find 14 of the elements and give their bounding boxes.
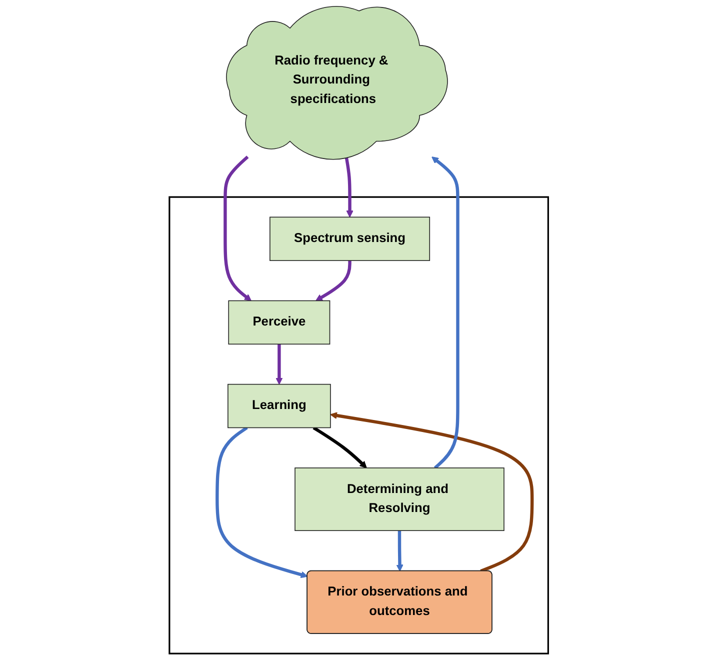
cluster: [168, 196, 549, 654]
arrow: [330, 412, 534, 573]
arrow: [215, 426, 308, 578]
node-box: Learning: [227, 384, 331, 428]
arrow: [223, 156, 252, 302]
arrow: [315, 260, 352, 302]
arrow: [312, 426, 367, 468]
node-box: Spectrum sensing: [269, 216, 430, 261]
arrow: [431, 156, 460, 470]
arrow: [396, 530, 403, 572]
node-box: Perceive: [228, 300, 330, 345]
node-box: Determining and Resolving: [294, 468, 504, 531]
arrow: [344, 156, 353, 218]
arrow: [275, 344, 282, 385]
